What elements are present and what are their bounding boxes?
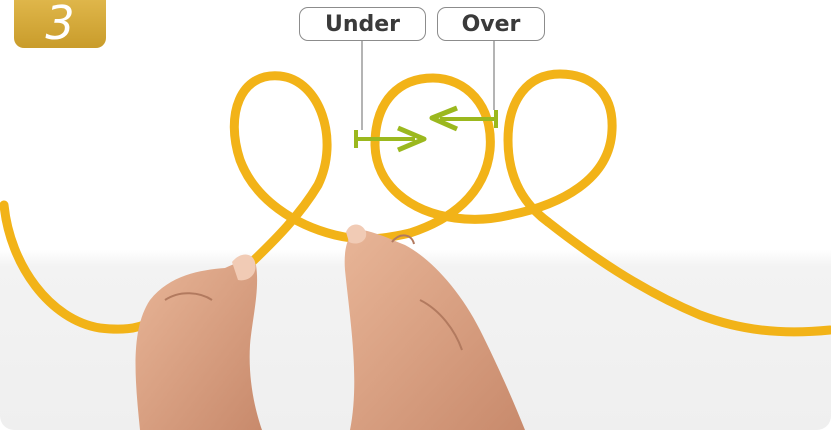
step-number-badge: 3 [14, 0, 106, 48]
rope-loop-middle [375, 78, 510, 233]
under-label: Under [299, 7, 426, 41]
left-hand [136, 255, 262, 430]
under-arrow [356, 128, 424, 150]
over-label: Over [437, 7, 545, 41]
right-hand [345, 225, 525, 430]
rope-right-tail [548, 222, 830, 332]
rope-loop-right [508, 74, 612, 222]
rope-left-tail [4, 205, 150, 329]
step-number: 3 [45, 0, 74, 46]
